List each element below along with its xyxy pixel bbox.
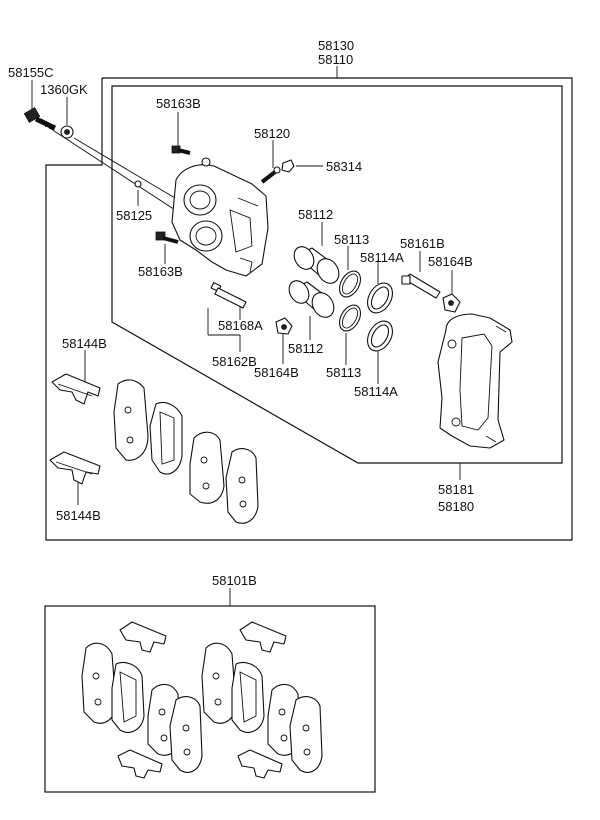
- brake-pad-lining-1: [149, 401, 183, 475]
- spring-58125: [134, 180, 142, 188]
- bolt-58155c: [23, 107, 57, 131]
- label-58164b-right: 58164B: [428, 254, 473, 269]
- label-1360gk: 1360GK: [40, 82, 88, 97]
- guide-pin-58162b: [210, 282, 247, 309]
- washer-1360gk: [60, 125, 74, 139]
- seal-58113-top: [338, 270, 362, 298]
- seal-58113-bottom: [338, 304, 362, 332]
- label-58120: 58120: [254, 126, 290, 141]
- label-58314: 58314: [326, 159, 362, 174]
- label-58101b: 58101B: [212, 573, 257, 588]
- shim-clip-bottom: [49, 451, 101, 485]
- label-58114a-bottom: 58114A: [354, 384, 398, 399]
- boot-58164b-right: [442, 293, 461, 313]
- label-58155c: 58155C: [8, 65, 54, 80]
- label-58180: 58180: [438, 499, 474, 514]
- shim-clip-top: [51, 373, 101, 405]
- label-58113-bottom: 58113: [326, 365, 361, 380]
- pad-kit-left-group: [81, 621, 203, 779]
- leader-lines: [31, 66, 461, 606]
- boot-58164b-bottom: [275, 317, 293, 335]
- guide-pin-58161b: [401, 273, 441, 299]
- caliper-housing: [171, 157, 269, 277]
- label-58144b-top: 58144B: [62, 336, 107, 351]
- label-58125: 58125: [116, 208, 152, 223]
- label-58181: 58181: [438, 482, 474, 497]
- piston-58112-top: [293, 246, 340, 284]
- label-58163b-top: 58163B: [156, 96, 201, 111]
- label-58112-bottom: 58112: [288, 341, 323, 356]
- bolt-58163b-top: [171, 145, 191, 155]
- cap-58314: [281, 159, 295, 173]
- bleeder-58120: [260, 166, 281, 184]
- label-58113-top: 58113: [334, 232, 369, 247]
- pad-kit-frame: [44, 605, 376, 793]
- label-58164b-bottom: 58164B: [254, 365, 299, 380]
- brake-pad-inner-1: [113, 379, 149, 461]
- brake-pad-outer-2: [225, 448, 259, 524]
- label-58110: 58110: [318, 52, 353, 67]
- boot-58114a-top: [367, 282, 393, 314]
- label-58162b: 58162B: [212, 354, 257, 369]
- label-58144b-bottom: 58144B: [56, 508, 101, 523]
- pad-kit-right-group: [201, 621, 323, 779]
- caliper-assembly-frame: [45, 77, 573, 541]
- label-58130: 58130: [318, 38, 354, 53]
- label-58112-top: 58112: [298, 207, 333, 222]
- bolt-58163b-bottom: [155, 231, 179, 244]
- caliper-bracket-58180: [437, 313, 513, 449]
- label-58161b: 58161B: [400, 236, 445, 251]
- boot-58114a-bottom: [367, 320, 393, 352]
- label-58168a: 58168A: [218, 318, 263, 333]
- label-58114a-top: 58114A: [360, 250, 404, 265]
- piston-58112-bottom: [288, 280, 335, 318]
- label-58163b-bottom: 58163B: [138, 264, 183, 279]
- brake-pad-inner-2: [189, 431, 225, 504]
